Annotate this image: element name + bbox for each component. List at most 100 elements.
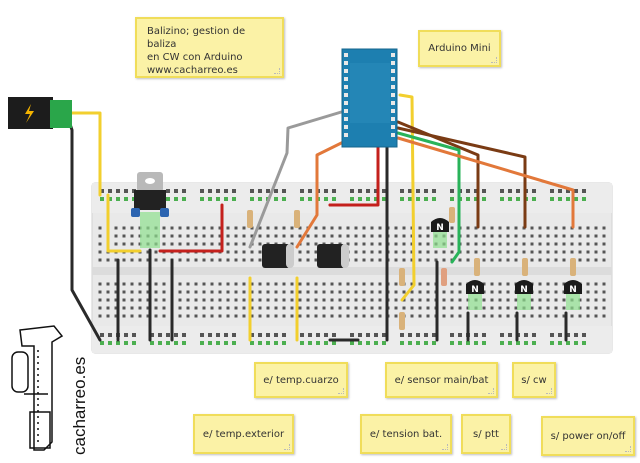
rail-hole <box>582 189 586 193</box>
arduino-pin <box>391 101 395 105</box>
rail-hole <box>200 197 204 201</box>
arduino-pin <box>391 133 395 137</box>
rail-hole <box>232 189 236 193</box>
rail-hole <box>308 189 312 193</box>
rail-hole <box>324 341 328 345</box>
rail-hole <box>400 333 404 337</box>
arduino-pin <box>391 61 395 65</box>
npn-mark: N <box>520 285 528 295</box>
rail-hole <box>458 333 462 337</box>
rail-hole <box>250 333 254 337</box>
rail-hole <box>208 333 212 337</box>
rail-hole <box>266 341 270 345</box>
rail-hole <box>100 189 104 193</box>
rail-hole <box>124 333 128 337</box>
arduino-pin <box>344 93 348 97</box>
rail-hole <box>224 341 228 345</box>
rail-hole <box>282 189 286 193</box>
rail-hole <box>150 341 154 345</box>
resistors <box>247 207 576 330</box>
rail-hole <box>358 333 362 337</box>
rail-hole <box>332 197 336 201</box>
rail-hole <box>158 341 162 345</box>
rail-hole <box>424 341 428 345</box>
rail-hole <box>358 189 362 193</box>
label-power-on-off: s/ power on/off <box>541 416 635 456</box>
resistor <box>474 258 480 276</box>
rail-hole <box>382 341 386 345</box>
arduino-pin <box>344 125 348 129</box>
rail-hole <box>116 197 120 201</box>
rail-hole <box>224 333 228 337</box>
label-text: s/ cw <box>521 374 547 386</box>
arduino-pin <box>391 109 395 113</box>
rail-hole <box>308 341 312 345</box>
rail-hole <box>400 189 404 193</box>
rail-hole <box>374 197 378 201</box>
rail-hole <box>532 197 536 201</box>
rail-hole <box>182 197 186 201</box>
rail-hole <box>466 189 470 193</box>
rail-hole <box>132 333 136 337</box>
rail-hole <box>108 333 112 337</box>
label-temp-cuarzo: e/ temp.cuarzo <box>254 362 348 398</box>
rail-hole <box>532 333 536 337</box>
npn-mark: N <box>471 285 479 295</box>
rail-hole <box>308 333 312 337</box>
rail-hole <box>274 341 278 345</box>
rail-hole <box>232 197 236 201</box>
rail-hole <box>150 333 154 337</box>
label-text: s/ power on/off <box>550 430 626 442</box>
arduino-pin <box>344 69 348 73</box>
rail-hole <box>250 341 254 345</box>
rail-hole <box>182 341 186 345</box>
rail-hole <box>316 341 320 345</box>
rail-hole <box>124 189 128 193</box>
rail-hole <box>108 341 112 345</box>
arduino-pin <box>344 77 348 81</box>
npn-mark: N <box>436 223 444 233</box>
label-ptt: s/ ptt <box>461 414 511 454</box>
rail-hole <box>382 333 386 337</box>
rail-hole <box>466 197 470 201</box>
rail-hole <box>550 333 554 337</box>
arduino-pins <box>344 53 395 137</box>
rail-hole <box>174 333 178 337</box>
rail-hole <box>132 341 136 345</box>
resistor <box>399 312 405 330</box>
rail-hole <box>250 197 254 201</box>
rail-hole <box>400 341 404 345</box>
rail-hole <box>200 341 204 345</box>
rail-hole <box>400 197 404 201</box>
rail-hole <box>166 197 170 201</box>
rail-hole <box>374 333 378 337</box>
rail-hole <box>582 333 586 337</box>
rail-hole <box>574 197 578 201</box>
rail-hole <box>482 197 486 201</box>
rail-hole <box>300 341 304 345</box>
rail-hole <box>332 333 336 337</box>
rail-hole <box>174 197 178 201</box>
wire-yellow-jack <box>66 111 102 197</box>
rail-hole <box>374 189 378 193</box>
rail-hole <box>516 189 520 193</box>
rail-hole <box>416 197 420 201</box>
rail-hole <box>350 197 354 201</box>
rail-hole <box>432 189 436 193</box>
rail-hole <box>358 197 362 201</box>
rail-hole <box>382 189 386 193</box>
label-text: s/ ptt <box>473 428 499 440</box>
wire-brown-2 <box>396 126 527 229</box>
rail-hole <box>100 333 104 337</box>
rail-hole <box>524 341 528 345</box>
rail-hole <box>324 197 328 201</box>
rail-hole <box>332 341 336 345</box>
rail-hole <box>382 197 386 201</box>
rail-hole <box>366 333 370 337</box>
arduino-pin <box>344 133 348 137</box>
rail-hole <box>258 189 262 193</box>
rail-hole <box>224 197 228 201</box>
